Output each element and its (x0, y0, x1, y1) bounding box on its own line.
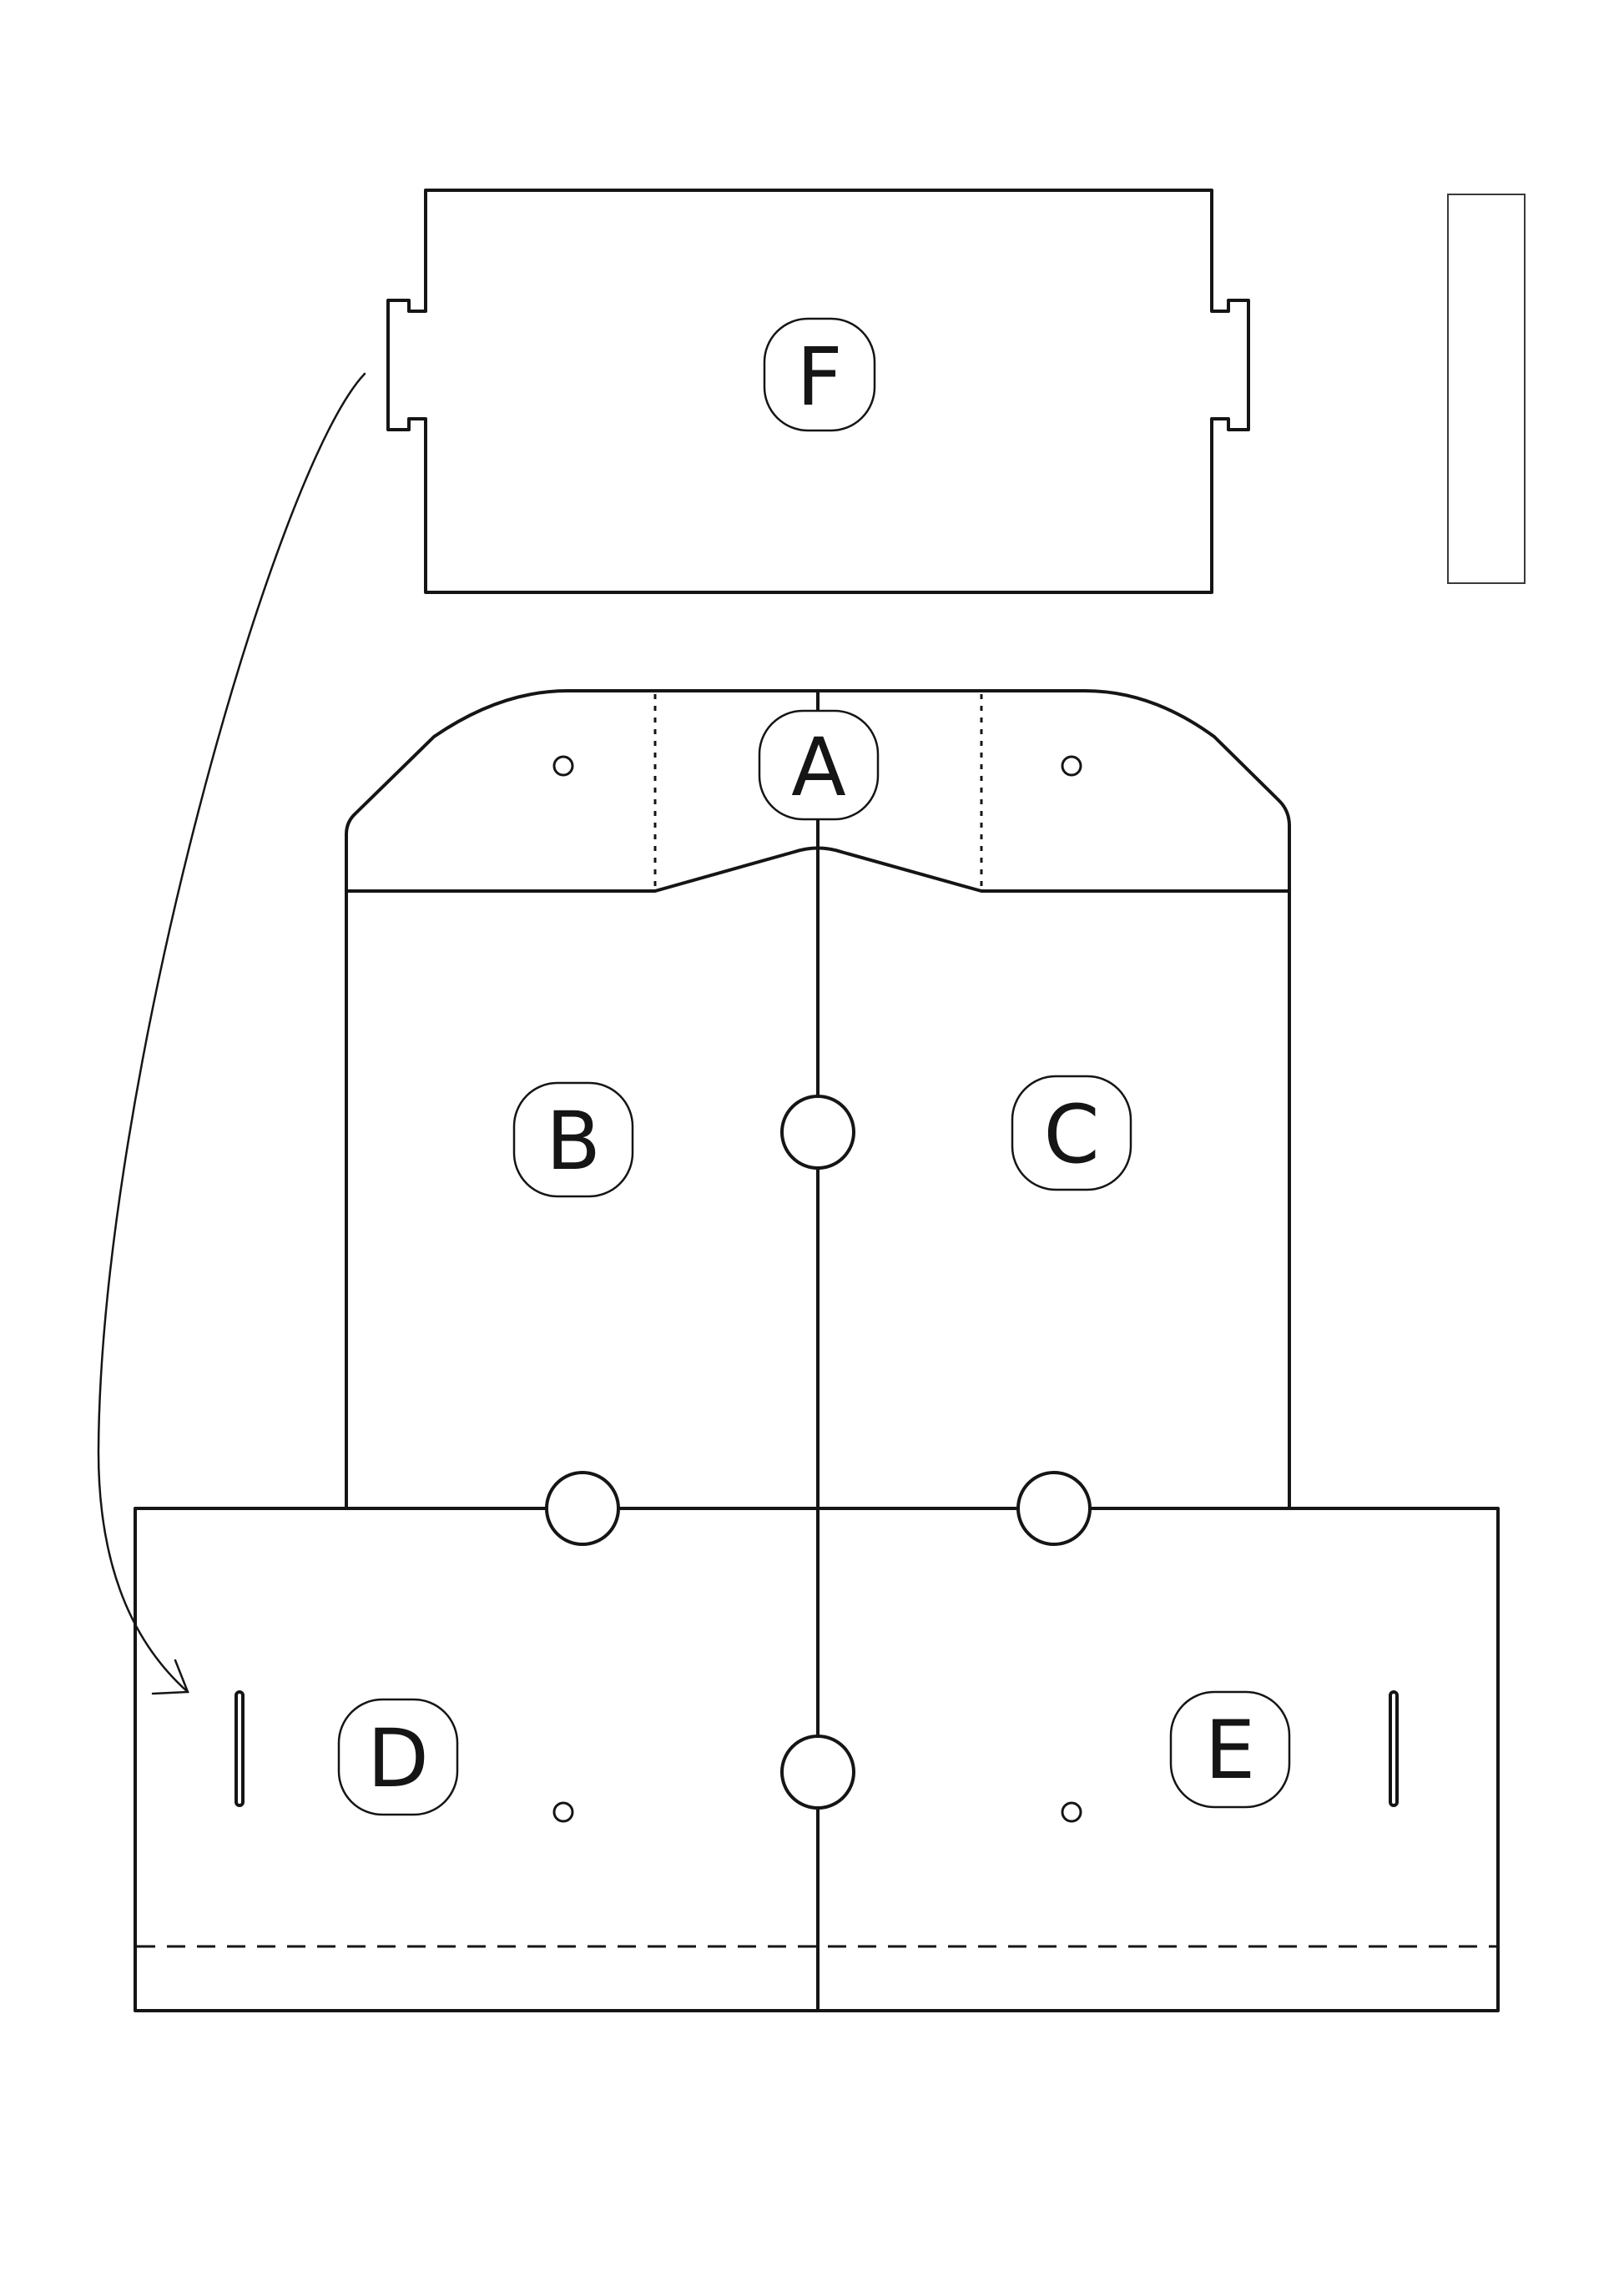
pin-hole-e (1061, 1801, 1082, 1823)
pin-hole-a-left (552, 755, 574, 777)
slot-left (235, 1690, 245, 1807)
label-f-text: F (796, 330, 842, 424)
label-f: F (763, 317, 876, 432)
label-e: E (1169, 1690, 1291, 1809)
label-d-text: D (367, 1712, 429, 1805)
label-c-box (1011, 1075, 1132, 1191)
label-b-box (512, 1081, 634, 1198)
center-hole-upper (780, 1095, 855, 1170)
curved-arrow (97, 372, 366, 1695)
label-c: C (1011, 1075, 1132, 1191)
label-d: D (337, 1698, 459, 1816)
label-e-text: E (1205, 1704, 1256, 1797)
panel-f (386, 189, 1250, 594)
label-c-text: C (1043, 1088, 1099, 1181)
edge-hole-right (1016, 1471, 1092, 1546)
slot-right (1389, 1690, 1399, 1807)
label-e-box (1169, 1690, 1291, 1809)
label-b-text: B (546, 1095, 601, 1188)
panel-b-c (345, 889, 1291, 1510)
panel-a-outline (345, 689, 1291, 893)
label-a: A (758, 709, 880, 821)
arrow-head-icon (151, 1659, 189, 1695)
side-strip (1447, 194, 1526, 584)
pin-hole-a-right (1061, 755, 1082, 777)
label-d-box (337, 1698, 459, 1816)
curved-arrow-line (97, 372, 366, 1694)
edge-hole-left (545, 1471, 620, 1546)
label-a-text: A (791, 721, 846, 814)
label-b: B (512, 1081, 634, 1198)
panel-f-outline (386, 189, 1250, 594)
label-a-box (758, 709, 880, 821)
pin-hole-d (552, 1801, 574, 1823)
center-hole-lower (780, 1735, 855, 1810)
label-f-box (763, 317, 876, 432)
